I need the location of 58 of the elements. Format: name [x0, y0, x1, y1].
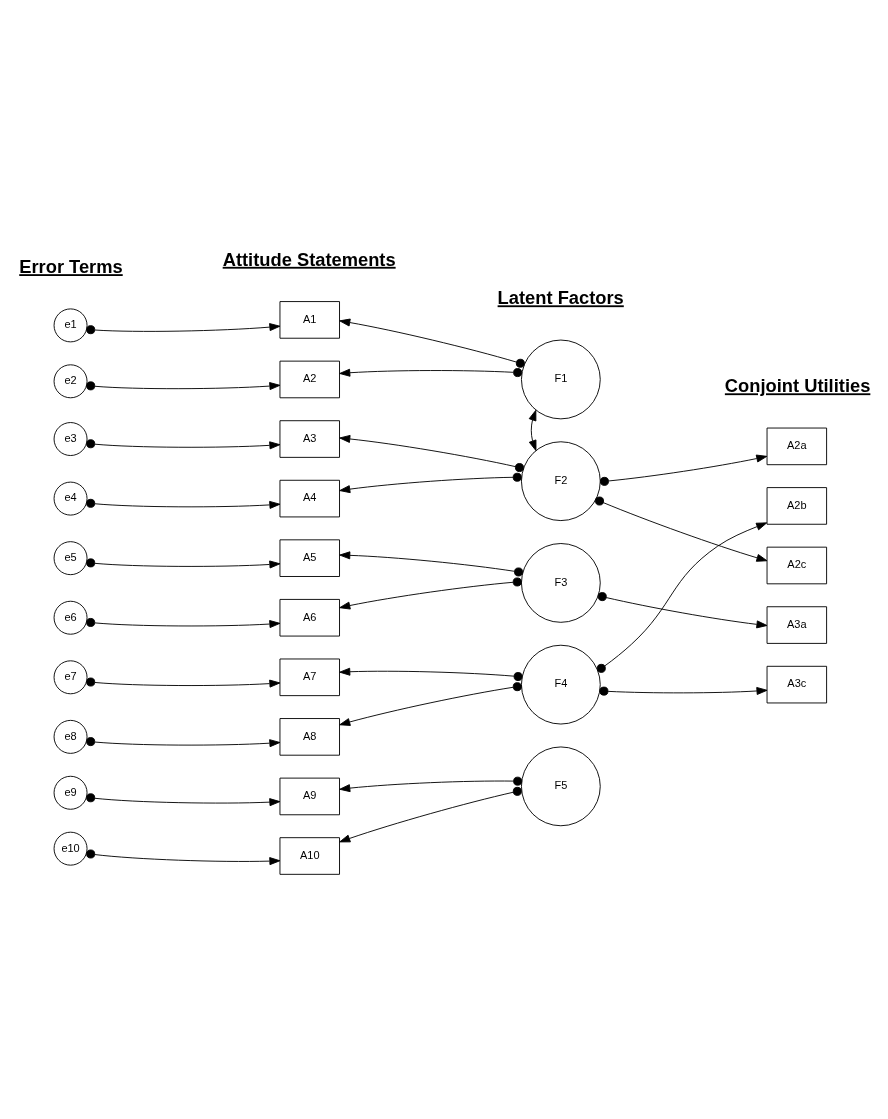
arrow [339, 786, 522, 842]
arrow [339, 472, 522, 493]
node-box: A4 [279, 479, 340, 517]
arrow [339, 667, 523, 681]
node-circle: e2 [53, 363, 88, 398]
arrow [86, 736, 281, 747]
node-box: A2c [766, 546, 828, 584]
arrow [528, 409, 537, 451]
node-circle: e1 [53, 307, 88, 342]
arrow [339, 318, 525, 368]
arrow [339, 434, 524, 472]
arrow [339, 681, 522, 726]
arrow [597, 591, 768, 628]
arrow [86, 617, 281, 628]
arrow [339, 550, 524, 576]
arrow [86, 849, 281, 865]
arrow [339, 776, 523, 792]
label: Conjoint Utilities [724, 374, 871, 396]
arrow [86, 792, 281, 806]
label: Attitude Statements [222, 248, 396, 270]
node-box: A8 [279, 717, 340, 756]
node-box: A3a [766, 605, 828, 644]
node-box: A3c [766, 665, 828, 703]
arrow [86, 498, 281, 509]
node-circle: F5 [521, 746, 601, 826]
node-box: A7 [279, 658, 340, 696]
node-circle: e4 [53, 481, 88, 516]
arrow [86, 557, 281, 568]
node-circle: F4 [521, 644, 601, 724]
node-box: A5 [279, 538, 340, 577]
arrow [86, 322, 281, 334]
label: Latent Factors [497, 286, 624, 308]
node-circle: F3 [521, 542, 601, 623]
node-box: A10 [279, 836, 340, 875]
arrow [599, 686, 768, 696]
node-box: A2a [766, 427, 828, 465]
arrow [339, 576, 522, 609]
node-circle: e6 [53, 600, 88, 635]
node-circle: e9 [53, 775, 88, 810]
node-box: A3 [279, 419, 340, 458]
node-circle: e7 [53, 659, 88, 694]
arrow [596, 521, 768, 673]
node-box: A2b [766, 486, 828, 525]
arrow [599, 454, 768, 486]
node-box: A9 [279, 777, 340, 815]
label: Error Terms [19, 255, 123, 277]
node-circle: e3 [53, 421, 88, 456]
node-circle: e8 [53, 719, 88, 754]
arrow [86, 438, 281, 449]
node-box: A2 [279, 360, 340, 398]
arrow [86, 677, 281, 688]
node-box: A1 [279, 300, 340, 339]
node-box: A6 [279, 598, 340, 636]
node-circle: e10 [53, 831, 88, 866]
arrow [595, 496, 768, 562]
node-circle: e5 [53, 540, 88, 575]
arrow [339, 367, 523, 377]
arrow [86, 380, 281, 390]
